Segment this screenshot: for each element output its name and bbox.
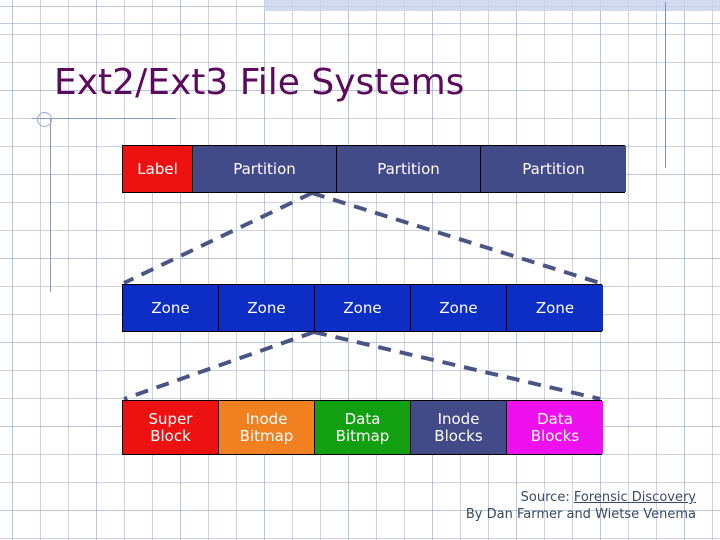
diagram-cell: Data Bitmap <box>315 401 411 454</box>
page-title: Ext2/Ext3 File Systems <box>54 62 465 103</box>
diagram-cell: Zone <box>315 285 411 331</box>
zone-to-block-left <box>123 330 315 401</box>
source-prefix-label: Source: <box>520 490 570 505</box>
diagram-cell: Zone <box>219 285 315 331</box>
diagram-cell: Zone <box>411 285 507 331</box>
diagram-cell: Partition <box>481 146 626 192</box>
source-authors: By Dan Farmer and Wietse Venema <box>465 507 696 522</box>
source-work-title: Forensic Discovery <box>573 490 696 505</box>
source-credit: Source: Forensic Discovery By Dan Farmer… <box>466 489 696 523</box>
diagram-cell: Data Blocks <box>507 401 603 454</box>
top-horizontal-rule <box>0 23 720 24</box>
diagram-cell: Zone <box>123 285 219 331</box>
source-line-title: Source: Forensic Discovery <box>466 489 696 506</box>
decoration-vertical-line <box>50 118 51 292</box>
diagram-cell: Inode Blocks <box>411 401 507 454</box>
diagram-cell: Partition <box>337 146 481 192</box>
partition-to-zone-left <box>123 191 313 285</box>
right-accent-line <box>665 2 666 168</box>
top-shaded-band <box>264 0 720 11</box>
zone-to-block-right <box>313 330 601 401</box>
decoration-horizontal-line <box>32 118 176 119</box>
decoration-circle-icon <box>37 112 52 127</box>
diagram-cell: Zone <box>507 285 603 331</box>
diagram-cell: Super Block <box>123 401 219 454</box>
diagram-cell: Partition <box>193 146 337 192</box>
partition-to-zone-right <box>311 191 601 285</box>
diagram-cell: Inode Bitmap <box>219 401 315 454</box>
diagram-cell: Label <box>123 146 193 192</box>
